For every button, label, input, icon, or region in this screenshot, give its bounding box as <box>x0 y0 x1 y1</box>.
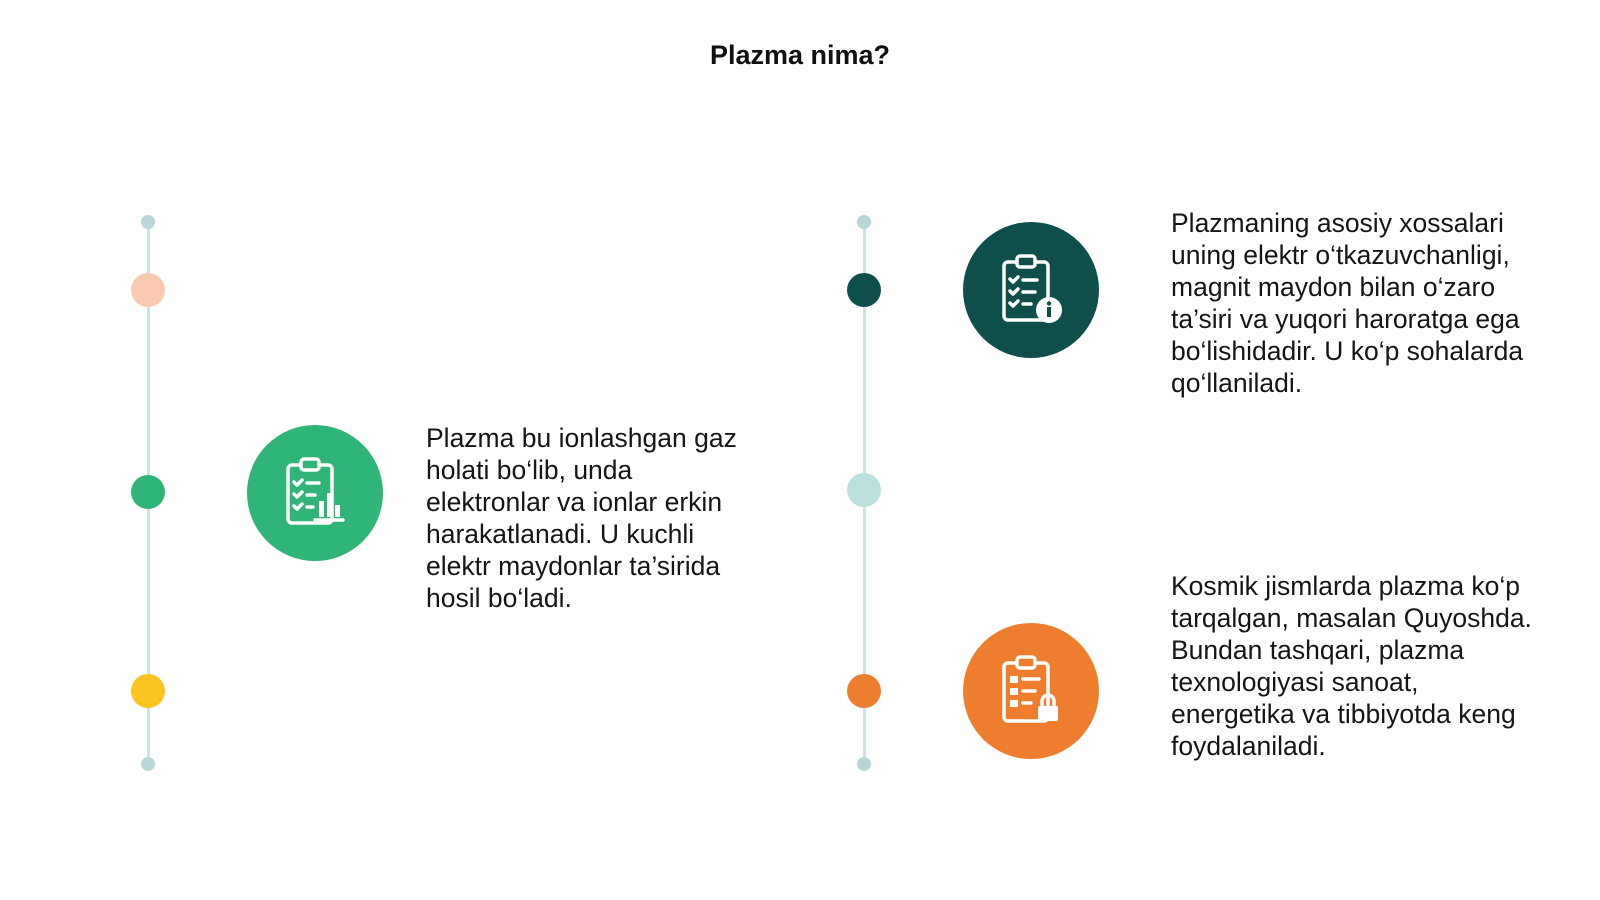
right-timeline-teal-dot <box>847 273 881 307</box>
clipboard-lock-icon <box>1002 655 1058 723</box>
right-timeline-start-dot <box>857 215 871 229</box>
right-timeline-end-dot <box>857 757 871 771</box>
left-timeline-green-dot <box>131 475 165 509</box>
page-title: Plazma nima? <box>709 40 891 70</box>
item-3-icon-circle <box>963 623 1099 759</box>
item-1-text: Plazma bu ionlashgan gaz holati bo‘lib, … <box>426 423 737 613</box>
item-3-text: Kosmik jismlarda plazma ko‘p tarqalgan, … <box>1171 571 1532 761</box>
right-timeline-mint-dot <box>847 473 881 507</box>
left-timeline-yellow-dot <box>131 674 165 708</box>
clipboard-info-icon <box>1002 254 1062 323</box>
right-timeline-orange-dot <box>847 674 881 708</box>
item-2-text: Plazmaning asosiy xossalari uning elektr… <box>1171 208 1524 398</box>
left-timeline-start-dot <box>141 215 155 229</box>
clipboard-chart-icon <box>286 457 345 525</box>
item-2-icon-circle <box>963 222 1099 358</box>
item-1-icon-circle <box>247 425 383 561</box>
left-timeline-peach-dot <box>131 273 165 307</box>
left-timeline-end-dot <box>141 757 155 771</box>
